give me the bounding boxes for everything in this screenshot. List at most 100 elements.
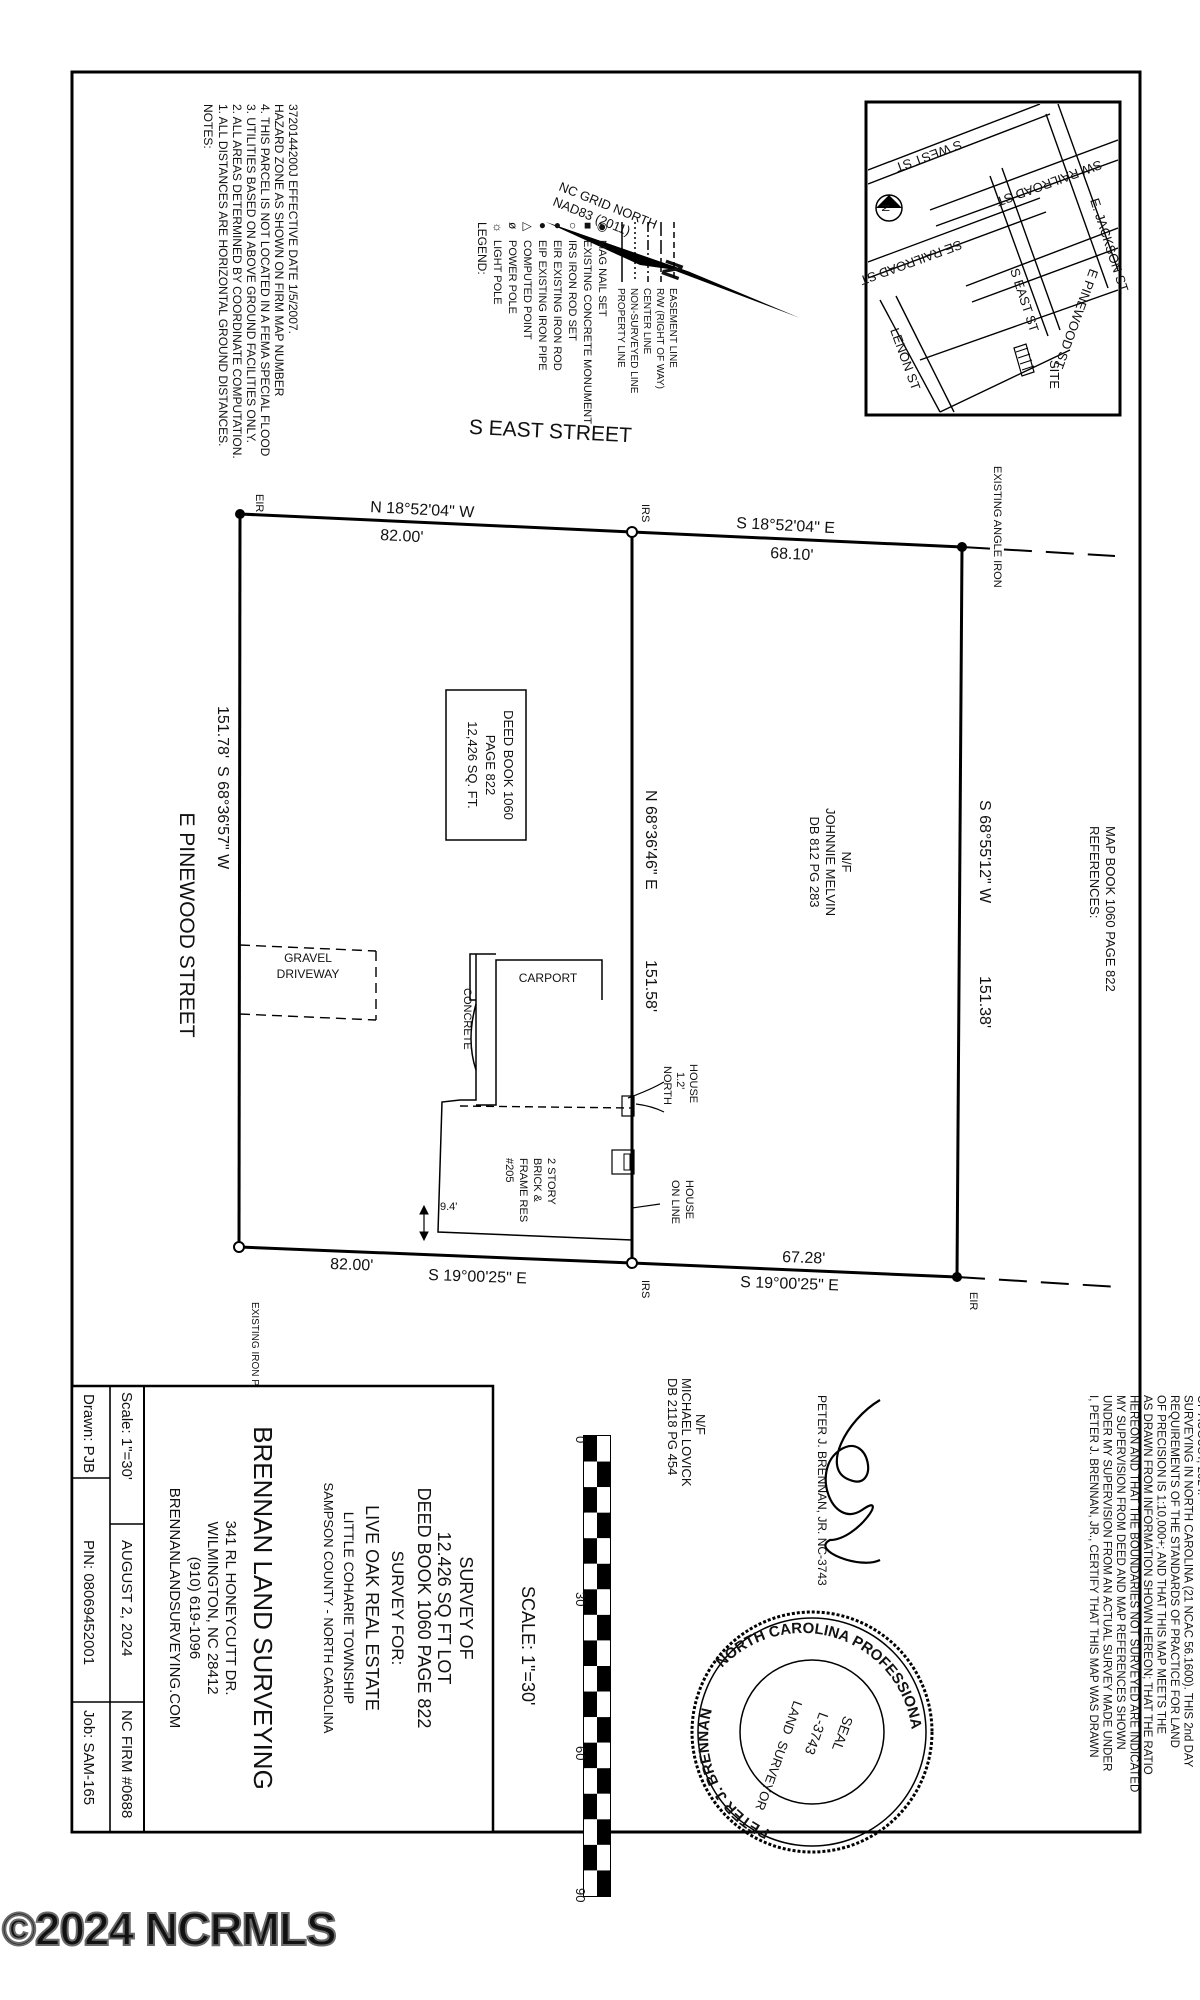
- eir-bottom-icon: [952, 1272, 962, 1282]
- irs-top-icon: [626, 526, 638, 538]
- scale-tick-0: 0: [573, 1436, 588, 1443]
- bearing-pinewood: S 68°36'57" W: [214, 766, 231, 870]
- melvin-db: DB 812 PG 283: [807, 816, 822, 907]
- label-house-3: FRAME RES: [517, 1158, 529, 1222]
- scale-check: [584, 1538, 597, 1564]
- legend-line-label: EASEMENT LINE: [667, 288, 678, 368]
- label-irs-bottom: IRS: [639, 1280, 651, 1298]
- deed-line-1: DEED BOOK 1060: [501, 710, 516, 820]
- label-eip-bottom: EXISTING IRON PIPE: [249, 1302, 260, 1402]
- title-drawn: Drawn: PJB: [80, 1394, 97, 1473]
- references-title: REFERENCES:: [1087, 826, 1102, 918]
- eir-top-icon: [235, 509, 245, 519]
- bearing-common: N 68°36'46" E: [642, 790, 659, 890]
- irs-bottom-icon: [626, 1257, 638, 1269]
- eip-icon: ●: [536, 222, 550, 229]
- title-survey-line: LITTLE COHARIE TOWNSHIP: [341, 1512, 357, 1704]
- legend-item-label: POWER POLE: [506, 240, 518, 314]
- title-scale: Scale: 1"=30': [118, 1392, 135, 1480]
- vm-site-label: SITE: [1047, 360, 1062, 389]
- scale-check: [597, 1819, 610, 1845]
- title-address-line: BRENNANLANDSURVEYING.COM: [166, 1488, 183, 1729]
- street-s-east: S EAST STREET: [468, 416, 632, 448]
- computed-point-icon: △: [521, 222, 535, 232]
- scale-check: [584, 1563, 597, 1590]
- scale-check: [584, 1487, 597, 1513]
- deed-line-2: PAGE 822: [483, 735, 498, 795]
- melvin-bottom-bearing: S 19°00'25" E: [740, 1274, 839, 1294]
- scale-tick-60: 60: [573, 1746, 588, 1760]
- angle-iron-icon: [957, 542, 967, 552]
- scale-check: [597, 1768, 610, 1794]
- scale-check: [597, 1640, 610, 1666]
- deed-line-3: 12,426 SQ. FT.: [465, 721, 480, 808]
- title-job: Job: SAM-165: [80, 1710, 97, 1805]
- legend-item-label: EIP EXISTING IRON PIPE: [536, 240, 548, 371]
- scale-check: [597, 1666, 610, 1692]
- title-firm-no: NC FIRM #0688: [118, 1710, 135, 1818]
- scale-check: [584, 1461, 597, 1488]
- label-angle-iron: EXISTING ANGLE IRON: [991, 466, 1003, 588]
- label-house-north-2: 1.2': [674, 1072, 686, 1089]
- dist-pinewood: 151.78': [214, 706, 231, 758]
- scale-check: [597, 1870, 610, 1896]
- references-text: MAP BOOK 1060 PAGE 822: [1103, 826, 1118, 992]
- legend-item-label: MAG NAIL SET: [596, 240, 608, 317]
- cert-line: OF AUGUST, 2024.: [1195, 1395, 1200, 1495]
- lovick-owner: MICHAEL LOVICK: [679, 1378, 694, 1487]
- lovick-nf: N/F: [693, 1414, 708, 1435]
- dist-common: 151.58': [642, 960, 659, 1012]
- legend-item-label: EXISTING CONCRETE MONUMENT: [581, 240, 593, 424]
- label-irs-top: IRS: [639, 504, 651, 522]
- label-concrete: CONCRETE: [461, 988, 473, 1050]
- scale-check: [584, 1640, 597, 1666]
- legend-line-label: CENTER LINE: [641, 288, 652, 354]
- cert-line: SURVEYING IN NORTH CAROLINA (21 NCAC 56.…: [1182, 1395, 1194, 1768]
- legend-line-label: R/W (RIGHT OF WAY): [654, 288, 665, 389]
- bearing-right-edge: S 19°00'25" E: [428, 1267, 527, 1287]
- watermark: ©2024 NCRMLS: [2, 1903, 336, 1955]
- label-house-online-2: ON LINE: [669, 1180, 681, 1224]
- melvin-far-dist: 151.38': [976, 976, 993, 1028]
- scale-label: SCALE: 1"=30': [518, 1586, 538, 1705]
- cert-line: AS DRAWN FROM INFORMATION SHOWN HEREON; …: [1141, 1395, 1153, 1775]
- label-house-2: BRICK &: [531, 1158, 543, 1203]
- title-address-line: WILMINGTON, NC 28412: [204, 1521, 221, 1694]
- melvin-far-bearing: S 68°55'12" W: [976, 800, 993, 904]
- title-address-line: 341 RL HONEYCUTT DR.: [222, 1520, 239, 1695]
- scale-check: [597, 1487, 610, 1513]
- parcel-boundaries: [237, 512, 1119, 1288]
- cert-line: REQUIREMENTS OF THE STANDARDS OF PRACTIC…: [1168, 1395, 1180, 1748]
- note-line: 4. THIS PARCEL IS NOT LOCATED IN A FEMA …: [258, 104, 272, 457]
- label-eir-top: EIR: [253, 494, 265, 512]
- scale-check: [597, 1512, 610, 1539]
- label-house-online-1: HOUSE: [683, 1180, 695, 1219]
- seal-word: SEAL: [829, 1714, 856, 1753]
- scale-check: [597, 1461, 610, 1488]
- legend-line-label: PROPERTY LINE: [615, 288, 626, 368]
- certification: I, PETER J. BRENNAN, JR., CERTIFY THAT T…: [1087, 1395, 1200, 1792]
- dist-left-edge: 82.00': [380, 527, 424, 546]
- label-offset: 9.4': [440, 1201, 457, 1213]
- concrete-outline: [460, 954, 477, 1101]
- vicinity-north-icon: N: [875, 194, 903, 222]
- legend-line-label: NON-SURVEYED LINE: [628, 288, 639, 394]
- eip-bottom-icon: [233, 1241, 245, 1253]
- title-survey-line: DEED BOOK 1060 PAGE 822: [414, 1488, 434, 1729]
- scale-check: [584, 1768, 597, 1794]
- scale-check: [584, 1819, 597, 1845]
- eir-icon: ●: [551, 222, 565, 229]
- vicinity-north-letter: N: [879, 204, 891, 212]
- scale-tick-30: 30: [573, 1592, 588, 1606]
- cert-line: OF PRECISION IS 1:10,000+; AND THAT THIS…: [1155, 1395, 1167, 1734]
- label-gravel-1: GRAVEL: [284, 951, 332, 965]
- scale-check: [584, 1691, 597, 1718]
- scale-bar: 0 30 60 90 SCALE: 1"=30': [518, 1435, 611, 1902]
- irs-icon: ○: [566, 222, 580, 229]
- scale-check: [584, 1614, 597, 1641]
- title-survey-line: SURVEY OF: [456, 1556, 476, 1659]
- title-survey-line: SURVEY FOR:: [388, 1551, 407, 1666]
- scale-check: [584, 1436, 597, 1462]
